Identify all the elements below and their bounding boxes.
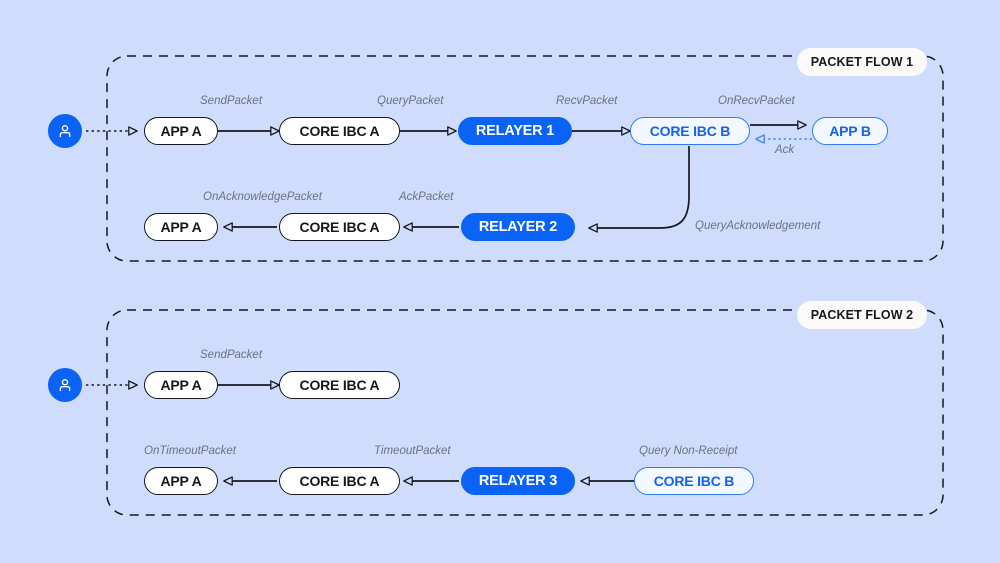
- edge-label-text: Ack: [775, 144, 795, 156]
- node-core-ibc-a-f2-row1[interactable]: CORE IBC A: [279, 371, 400, 399]
- edge-label-text: QueryAcknowledgement: [695, 220, 821, 232]
- node-app-a-f2-row2[interactable]: APP A: [144, 467, 218, 495]
- node-core-ibc-b-f1-row1[interactable]: CORE IBC B: [630, 117, 750, 145]
- node-label: APP A: [160, 473, 202, 489]
- node-relayer-2[interactable]: RELAYER 2: [461, 213, 575, 241]
- node-app-a-f1-row1[interactable]: APP A: [144, 117, 218, 145]
- edge-label-onrecvpacket-f1: OnRecvPacket: [718, 95, 795, 107]
- node-label: CORE IBC A: [299, 123, 380, 139]
- node-label: RELAYER 1: [475, 123, 555, 139]
- node-label: APP A: [160, 123, 202, 139]
- edge-label-text: OnAcknowledgePacket: [203, 191, 322, 203]
- node-app-a-f2-row1[interactable]: APP A: [144, 371, 218, 399]
- edge-label-ack-f1: Ack: [775, 144, 794, 156]
- node-label: CORE IBC B: [649, 123, 731, 139]
- edge-label-text: Query Non-Receipt: [639, 445, 738, 457]
- edge-label-text: AckPacket: [399, 191, 454, 203]
- node-label: CORE IBC A: [299, 377, 380, 393]
- edge-label-querypacket-f1: QueryPacket: [377, 95, 443, 107]
- node-label: RELAYER 2: [478, 219, 558, 235]
- node-label: APP A: [160, 377, 202, 393]
- edge-label-queryacknowledgement-f1: QueryAcknowledgement: [695, 220, 820, 232]
- edge-label-sendpacket-f2: SendPacket: [200, 349, 262, 361]
- edge-label-text: QueryPacket: [377, 95, 444, 107]
- node-core-ibc-a-f1-row2[interactable]: CORE IBC A: [279, 213, 400, 241]
- edge-label-ontimeoutpacket-f2: OnTimeoutPacket: [144, 445, 236, 457]
- user-icon: [59, 125, 71, 138]
- edge-label-text: RecvPacket: [556, 95, 618, 107]
- edge-label-text: OnTimeoutPacket: [144, 445, 236, 457]
- user-icon: [59, 379, 71, 392]
- edge-label-text: SendPacket: [200, 349, 263, 361]
- edge-label-text: TimeoutPacket: [374, 445, 451, 457]
- node-label: CORE IBC A: [299, 473, 380, 489]
- arrow-queryacknowledgement-f1: [588, 146, 690, 233]
- node-core-ibc-b-f2-row2[interactable]: CORE IBC B: [634, 467, 754, 495]
- edge-label-recvpacket-f1: RecvPacket: [556, 95, 617, 107]
- edge-label-onacknowledgepacket-f1: OnAcknowledgePacket: [203, 191, 322, 203]
- node-label: RELAYER 3: [478, 473, 558, 489]
- node-label: APP A: [160, 219, 202, 235]
- edge-label-timeoutpacket-f2: TimeoutPacket: [374, 445, 451, 457]
- packet-flow-1-badge: PACKET FLOW 1: [797, 48, 927, 76]
- packet-flow-1-badge-label: PACKET FLOW 1: [810, 55, 914, 69]
- node-app-a-f1-row2[interactable]: APP A: [144, 213, 218, 241]
- node-relayer-1[interactable]: RELAYER 1: [458, 117, 572, 145]
- node-label: CORE IBC A: [299, 219, 380, 235]
- node-relayer-3[interactable]: RELAYER 3: [461, 467, 575, 495]
- edge-label-sendpacket-f1: SendPacket: [200, 95, 262, 107]
- node-label: APP B: [829, 123, 871, 139]
- node-core-ibc-a-f2-row2[interactable]: CORE IBC A: [279, 467, 400, 495]
- edge-label-text: OnRecvPacket: [718, 95, 795, 107]
- node-core-ibc-a-f1-row1[interactable]: CORE IBC A: [279, 117, 400, 145]
- edge-label-ackpacket-f1: AckPacket: [399, 191, 453, 203]
- user-avatar-flow-1[interactable]: [48, 114, 82, 148]
- packet-flow-2-badge-label: PACKET FLOW 2: [810, 308, 914, 322]
- packet-flow-2-badge: PACKET FLOW 2: [797, 301, 927, 329]
- user-avatar-flow-2[interactable]: [48, 368, 82, 402]
- node-label: CORE IBC B: [653, 473, 735, 489]
- node-app-b-f1-row1[interactable]: APP B: [812, 117, 888, 145]
- edge-label-querynonreceipt-f2: Query Non-Receipt: [639, 445, 737, 457]
- edge-label-text: SendPacket: [200, 95, 263, 107]
